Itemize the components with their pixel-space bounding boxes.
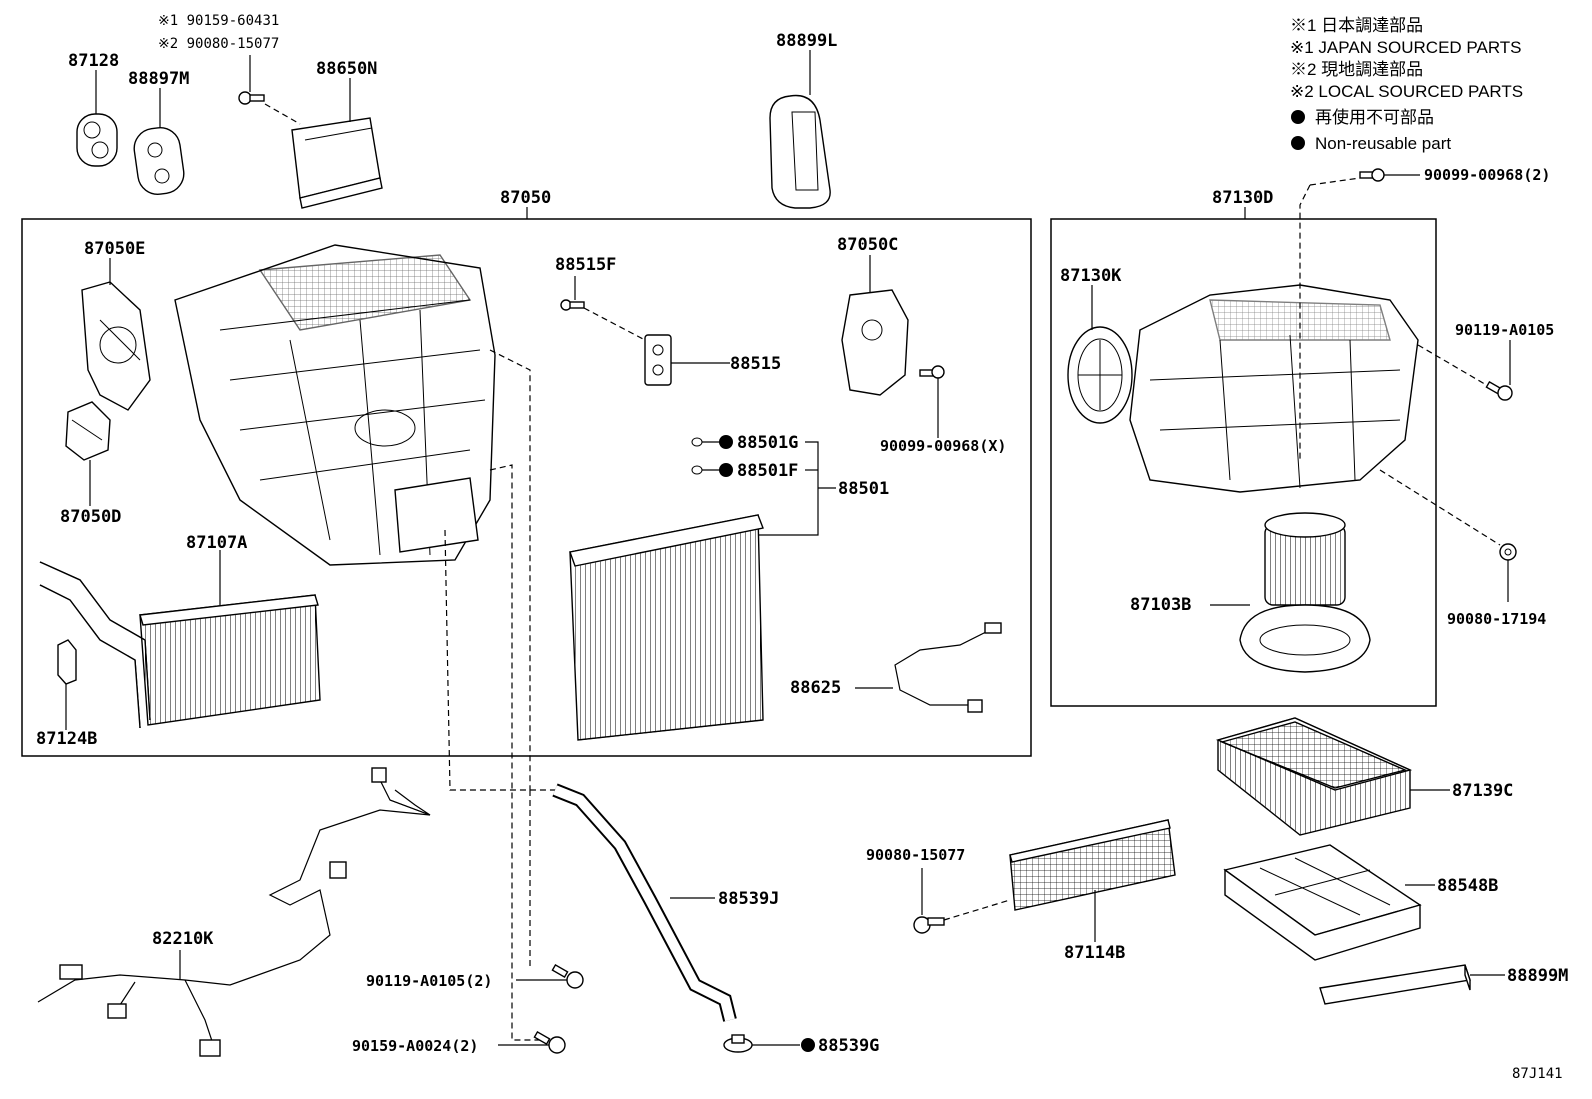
label-88501: 88501 <box>838 479 889 499</box>
label-88515F: 88515F <box>555 255 616 275</box>
legend-line-3: ※2 現地調達部品 <box>1290 60 1423 79</box>
actuator-87050D <box>65 401 111 461</box>
blower-motor-87103B <box>1239 512 1371 673</box>
seal-87128 <box>76 113 118 167</box>
label-88625: 88625 <box>790 678 841 698</box>
wire-harness-82210K <box>37 767 431 1057</box>
leader <box>444 529 560 791</box>
label-87139C: 87139C <box>1452 781 1513 801</box>
label-88899L: 88899L <box>776 31 837 51</box>
bolt-icon <box>1485 380 1513 401</box>
sensor-wire-88625 <box>894 622 1002 713</box>
label-90080-17194: 90080-17194 <box>1447 610 1546 628</box>
label-90119-A0105: 90119-A0105 <box>1455 321 1554 339</box>
label-87050C: 87050C <box>837 235 898 255</box>
expansion-valve-88515 <box>644 334 672 386</box>
drain-hose-88539J <box>552 783 737 1022</box>
bolt-icon <box>533 1030 566 1054</box>
screw-icon <box>1359 168 1385 182</box>
strip-88899M <box>1319 964 1471 1005</box>
module-88650N <box>291 117 383 209</box>
label-87124B: 87124B <box>36 729 97 749</box>
filter-tray-88548B <box>1223 844 1422 961</box>
label-82210K: 82210K <box>152 929 214 949</box>
label-87130D: 87130D <box>1212 188 1273 208</box>
legend: ※1 日本調達部品 ※1 JAPAN SOURCED PARTS ※2 現地調達… <box>1290 16 1523 153</box>
label-88539J: 88539J <box>718 889 779 909</box>
label-88501F: 88501F <box>737 461 798 481</box>
non-reusable-dot-icon <box>1291 110 1305 124</box>
leader <box>1379 469 1501 546</box>
label-88897M: 88897M <box>128 69 189 89</box>
o-ring-icon <box>691 463 733 477</box>
note-2: ※2 90080-15077 <box>158 36 279 52</box>
legend-line-5: 再使用不可部品 <box>1315 107 1434 127</box>
filter-87139C <box>1215 717 1413 836</box>
label-87107A: 87107A <box>186 533 247 553</box>
blower-housing-87130D <box>1129 284 1419 493</box>
label-88650N: 88650N <box>316 59 377 79</box>
o-ring-icon <box>691 435 733 449</box>
actuator-87050E <box>81 281 151 411</box>
grommet-88539G <box>723 1034 753 1053</box>
label-90119-A0105-2: 90119-A0105(2) <box>366 972 492 990</box>
leader <box>1417 344 1496 391</box>
hvac-unit-87050 <box>174 244 496 566</box>
leader <box>1309 177 1361 186</box>
label-88548B: 88548B <box>1437 876 1498 896</box>
label-90099-00968-x: 90099-00968(X) <box>880 437 1006 455</box>
legend-line-1: ※1 日本調達部品 <box>1290 16 1423 35</box>
label-87130K: 87130K <box>1060 266 1122 286</box>
legend-line-6: Non-reusable part <box>1315 134 1451 153</box>
bolt-icon <box>551 963 584 989</box>
clip-87124B <box>57 639 77 685</box>
non-reusable-dot-icon <box>1291 136 1305 150</box>
label-88899M: 88899M <box>1507 966 1568 986</box>
non-reusable-dot-icon <box>801 1038 815 1052</box>
label-90099-00968-2: 90099-00968(2) <box>1424 166 1550 184</box>
label-87050E: 87050E <box>84 239 145 259</box>
leader <box>1299 184 1311 460</box>
filter-87114B <box>1009 819 1176 911</box>
bolt-icon <box>238 91 265 105</box>
leader <box>489 349 531 790</box>
label-87128: 87128 <box>68 51 119 71</box>
label-88501G: 88501G <box>737 433 798 453</box>
cover-88899L <box>769 94 831 209</box>
label-87050: 87050 <box>500 188 551 208</box>
label-88539G: 88539G <box>818 1036 879 1056</box>
seal-88897M <box>133 127 185 195</box>
heater-core-87107A <box>39 561 321 729</box>
label-87114B: 87114B <box>1064 943 1125 963</box>
note-1: ※1 90159-60431 <box>158 13 279 29</box>
screw-icon <box>919 365 945 379</box>
diagram-id: 87J141 <box>1512 1066 1563 1082</box>
label-87050D: 87050D <box>60 507 121 527</box>
legend-line-4: ※2 LOCAL SOURCED PARTS <box>1290 82 1523 101</box>
evaporator-88501 <box>569 514 764 741</box>
actuator-87050C <box>841 289 909 396</box>
legend-line-2: ※1 JAPAN SOURCED PARTS <box>1290 38 1522 57</box>
bolt-icon <box>560 299 585 311</box>
nut-icon <box>1499 543 1517 561</box>
leader <box>943 899 1011 921</box>
fan-cover-87130K <box>1067 326 1133 424</box>
label-88515: 88515 <box>730 354 781 374</box>
assembly-box-87130D <box>1050 218 1437 707</box>
leader <box>583 307 646 341</box>
leader <box>489 464 540 1041</box>
label-90159-A0024-2: 90159-A0024(2) <box>352 1037 478 1055</box>
label-90080-15077: 90080-15077 <box>866 846 965 864</box>
leader <box>758 441 819 536</box>
screw-icon <box>913 916 945 934</box>
leader <box>264 103 301 125</box>
label-87103B: 87103B <box>1130 595 1191 615</box>
